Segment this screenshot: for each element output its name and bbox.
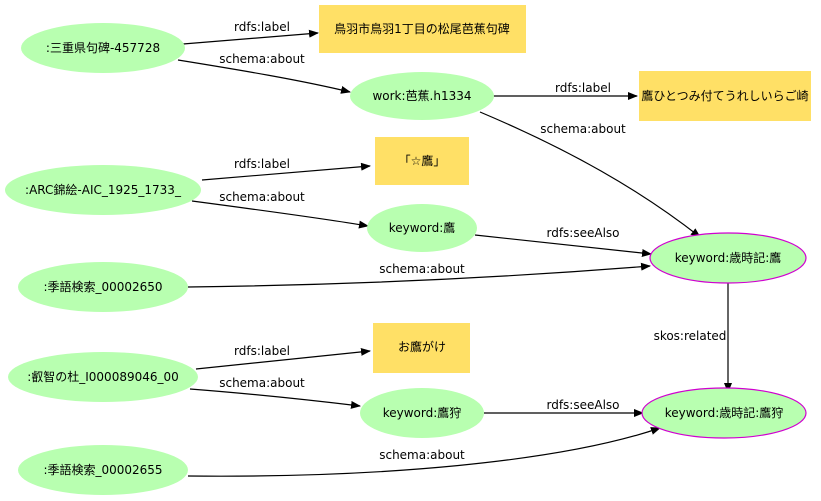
node-label: keyword:鷹狩 — [383, 405, 462, 420]
edge-label: schema:about — [540, 122, 626, 136]
node-label: :三重県句碑-457728 — [46, 40, 160, 55]
edge-arc-label: rdfs:label — [201, 157, 371, 181]
edge-label: skos:related — [654, 329, 727, 343]
node-label: :季語検索_00002650 — [43, 279, 162, 294]
edge-kigo50-about: schema:about — [187, 262, 651, 288]
literal-eichi-label[interactable]: お鷹がけ — [373, 323, 470, 373]
edge-mie-about: schema:about — [177, 52, 351, 94]
node-eichi-no-mori[interactable]: :叡智の杜_I000089046_00 — [8, 352, 198, 402]
edge-work-label: rdfs:label — [493, 81, 638, 100]
edge-work-about: schema:about — [479, 111, 701, 238]
node-label: お鷹がけ — [398, 339, 446, 354]
node-mie-kuhi[interactable]: :三重県句碑-457728 — [21, 23, 185, 73]
edge-label: schema:about — [219, 190, 305, 204]
edge-skos-related: skos:related — [654, 283, 732, 393]
edge-label: rdfs:label — [234, 344, 290, 358]
edge-taka-seealso: rdfs:seeAlso — [474, 226, 652, 258]
literal-work-label[interactable]: 鷹ひとつみ付てうれしいらご崎 — [639, 71, 811, 121]
node-label: :叡智の杜_I000089046_00 — [27, 369, 179, 384]
node-label: keyword:鷹 — [389, 220, 456, 235]
node-label: 「☆鷹」 — [399, 153, 446, 168]
node-label: 鳥羽市鳥羽1丁目の松尾芭蕉句碑 — [334, 21, 510, 36]
node-label: work:芭蕉.h1334 — [372, 89, 471, 103]
node-arc-nishikie[interactable]: :ARC錦絵-AIC_1925_1733_ — [5, 165, 201, 215]
edge-eichi-about: schema:about — [189, 376, 361, 409]
edge-label: rdfs:seeAlso — [546, 226, 619, 240]
edge-label: schema:about — [379, 262, 465, 276]
edge-label: rdfs:label — [234, 157, 290, 171]
node-kigo-00002650[interactable]: :季語検索_00002650 — [18, 262, 188, 312]
edge-mie-label: rdfs:label — [182, 20, 319, 45]
edge-eichi-label: rdfs:label — [195, 344, 371, 370]
literal-arc-label[interactable]: 「☆鷹」 — [375, 137, 469, 185]
node-kigo-00002655[interactable]: :季語検索_00002655 — [18, 445, 188, 495]
node-saijiki-taka[interactable]: keyword:歳時記:鷹 — [649, 232, 807, 284]
node-keyword-takagari[interactable]: keyword:鷹狩 — [360, 388, 484, 438]
node-label: keyword:歳時記:鷹狩 — [665, 405, 784, 420]
literal-toba-label[interactable]: 鳥羽市鳥羽1丁目の松尾芭蕉句碑 — [319, 5, 526, 53]
edge-takagari-seealso: rdfs:seeAlso — [484, 398, 644, 417]
node-work-basho[interactable]: work:芭蕉.h1334 — [350, 72, 494, 120]
edge-label: schema:about — [219, 376, 305, 390]
node-label: :ARC錦絵-AIC_1925_1733_ — [25, 182, 182, 197]
node-label: keyword:歳時記:鷹 — [675, 250, 782, 265]
edge-kigo55-about: schema:about — [187, 427, 661, 477]
edge-label: schema:about — [219, 52, 305, 66]
edge-label: rdfs:label — [555, 81, 611, 95]
edge-arc-about: schema:about — [191, 190, 369, 229]
edge-label: schema:about — [379, 448, 465, 462]
node-keyword-taka[interactable]: keyword:鷹 — [367, 204, 477, 252]
node-label: :季語検索_00002655 — [43, 462, 162, 477]
edge-label: rdfs:label — [234, 20, 290, 34]
node-label: 鷹ひとつみ付てうれしいらご崎 — [641, 88, 808, 103]
node-saijiki-takagari[interactable]: keyword:歳時記:鷹狩 — [641, 387, 807, 439]
edge-label: rdfs:seeAlso — [546, 398, 619, 412]
